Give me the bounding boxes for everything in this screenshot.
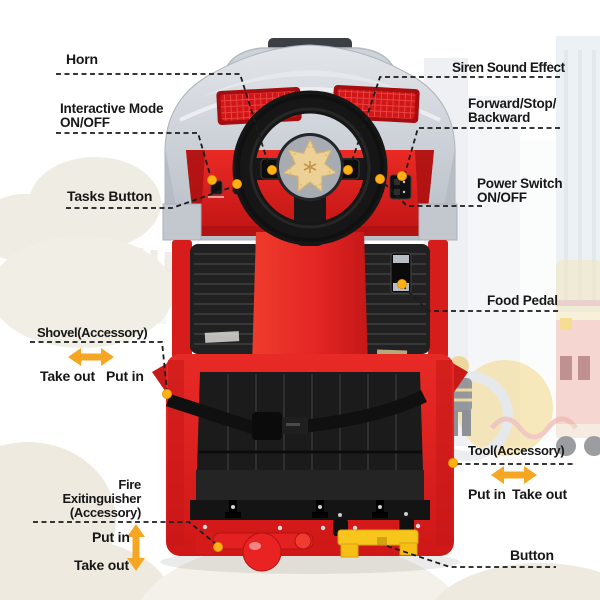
fire-extinguisher-line <box>33 521 217 545</box>
callout-markers <box>161 164 458 553</box>
tool-double-arrow-icon <box>491 466 537 484</box>
mid-section <box>172 232 448 366</box>
interactive-mode-line2: ON/OFF <box>60 115 110 131</box>
shovel-take-out-text: Take out <box>40 368 95 384</box>
fire-ext-line1: Fire <box>118 477 141 492</box>
forward-stop-backward-marker-dot <box>396 170 407 181</box>
fire-extinguisher-marker-dot <box>212 542 223 553</box>
siren-label-text: Siren Sound Effect <box>452 60 565 75</box>
tasks-button-line <box>66 185 236 209</box>
cargo-bed <box>152 354 468 572</box>
tool-label-text: Tool(Accessory) <box>468 443 565 458</box>
release-bracket <box>333 512 419 558</box>
fire-extinguisher-accessory <box>196 532 314 572</box>
tasks-button-label-text: Tasks Button <box>67 188 153 204</box>
fire-ext-line3: (Accessory) <box>69 504 141 520</box>
switch-caption-mark <box>208 196 224 198</box>
siren-marker-dot <box>342 164 353 175</box>
food-pedal-label-text: Food Pedal <box>487 293 558 308</box>
button-line <box>386 545 556 568</box>
forward-line1: Forward/Stop/ <box>468 96 557 111</box>
tool-put-in-label: Put in <box>468 487 506 502</box>
fire-extinguisher-label: Fire Exitinguisher (Accessory) <box>55 477 142 520</box>
power-switch-line2: ON/OFF <box>477 190 527 206</box>
direction-arrows <box>68 348 537 571</box>
truck-illustration <box>152 38 468 574</box>
interactive-mode-marker-dot <box>206 174 217 185</box>
forward-line2: Backward <box>468 110 531 126</box>
tool-label: Tool(Accessory) <box>468 443 565 458</box>
shovel-label-text: Shovel(Accessory) <box>37 325 148 340</box>
tool-take-out-label: Take out <box>512 487 567 502</box>
food-pedal-marker-dot <box>396 278 407 289</box>
steering-wheel <box>232 90 388 246</box>
interactive-mode-line1: Interactive Mode <box>60 101 164 116</box>
shovel-put-in-text: Put in <box>106 368 144 384</box>
fire-ext-put-in-text: Put in <box>92 529 130 545</box>
horn-badge <box>276 133 344 201</box>
fire-ext-line2: Exitinguisher <box>62 490 142 506</box>
horn-label: Horn <box>66 52 98 67</box>
food-pedal-line <box>403 286 558 312</box>
tool-marker-dot <box>447 457 458 468</box>
left-sill <box>162 203 202 241</box>
button-label: Button <box>510 548 554 563</box>
tasks-button-label: Tasks Button <box>67 189 152 204</box>
shovel-label: Shovel(Accessory) <box>37 325 148 340</box>
seat-belt <box>165 390 427 440</box>
bumper-bolts <box>202 523 421 531</box>
horn-marker-dot <box>266 164 277 175</box>
power-switch-label: Power Switch ON/OFF <box>477 176 563 206</box>
power-switch-marker-dot <box>374 173 385 184</box>
siren-label: Siren Sound Effect <box>452 60 565 75</box>
shovel-put-in-label: Put in <box>106 369 144 384</box>
interactive-mode-line <box>56 132 212 179</box>
callout-lines <box>30 73 576 568</box>
horn-label-text: Horn <box>66 51 98 67</box>
power-switch-line1: Power Switch <box>477 176 563 191</box>
tool-put-in-text: Put in <box>468 486 506 502</box>
food-pedal-label: Food Pedal <box>487 293 558 308</box>
right-rail <box>428 240 448 358</box>
shovel-line <box>30 341 168 392</box>
fire-ext-take-out-label: Take out <box>74 558 129 573</box>
fire-ext-take-out-text: Take out <box>74 557 129 573</box>
tool-take-out-text: Take out <box>512 486 567 502</box>
shovel-double-arrow-icon <box>68 348 114 366</box>
forward-stop-backward-line <box>403 127 560 178</box>
tasks-button-marker-dot <box>231 178 242 189</box>
fire-extinguisher-double-arrow-icon <box>127 524 145 571</box>
left-running-board <box>190 244 262 354</box>
button-label-text: Button <box>510 547 554 563</box>
shovel-take-out-label: Take out <box>40 369 95 384</box>
forward-stop-backward-label: Forward/Stop/ Backward <box>468 96 557 126</box>
fire-ext-put-in-label: Put in <box>92 530 130 545</box>
left-rail <box>172 240 192 358</box>
siren-line <box>349 76 560 168</box>
seat-back <box>252 232 368 366</box>
bottom-right-cloud <box>434 563 600 600</box>
shovel-marker-dot <box>161 388 172 399</box>
horn-line <box>56 73 270 167</box>
right-running-board <box>358 244 430 354</box>
clouds-trees-illustration <box>0 157 174 600</box>
interactive-mode-label: Interactive Mode ON/OFF <box>60 101 164 131</box>
right-sill <box>418 203 458 241</box>
bed-sill <box>190 500 430 520</box>
cartoon-firetruck-illustration <box>556 260 600 456</box>
